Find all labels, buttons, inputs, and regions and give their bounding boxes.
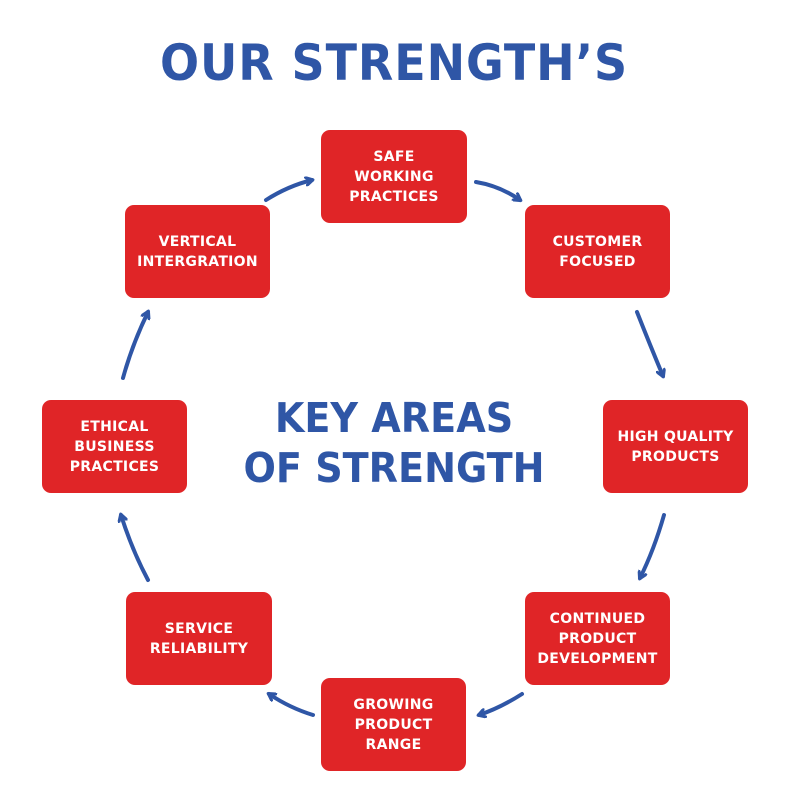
box-label: HIGH QUALITY PRODUCTS — [617, 428, 734, 465]
center-heading-line1: KEY AREAS — [274, 394, 514, 442]
box-high-quality-products: HIGH QUALITY PRODUCTS — [603, 400, 748, 493]
box-label: SERVICE RELIABILITY — [149, 620, 249, 657]
box-label: CUSTOMER FOCUSED — [552, 233, 643, 270]
arrow-growing-to-service — [269, 694, 315, 717]
page-title: OUR STRENGTH’S — [159, 34, 629, 92]
box-label: ETHICAL BUSINESS PRACTICES — [69, 418, 160, 475]
box-growing-product-range: GROWING PRODUCT RANGE — [321, 678, 466, 771]
box-continued-product-development: CONTINUED PRODUCT DEVELOPMENT — [525, 592, 670, 685]
center-heading: KEY AREAS OF STRENGTH — [208, 393, 580, 493]
box-vertical-intergration: VERTICAL INTERGRATION — [125, 205, 270, 298]
arrow-safe-to-customer — [474, 180, 520, 200]
arrow-customer-to-quality — [635, 310, 663, 376]
box-customer-focused: CUSTOMER FOCUSED — [525, 205, 670, 298]
box-ethical-business-practices: ETHICAL BUSINESS PRACTICES — [42, 400, 187, 493]
arrow-vertical-to-safe — [264, 180, 312, 202]
center-heading-line2: OF STRENGTH — [243, 444, 545, 492]
box-label: CONTINUED PRODUCT DEVELOPMENT — [537, 610, 658, 667]
arrow-ethical-to-vertical — [121, 312, 148, 380]
box-safe-working-practices: SAFE WORKING PRACTICES — [321, 130, 467, 223]
arrow-quality-to-continued — [640, 513, 666, 578]
arrow-continued-to-growing — [479, 692, 524, 715]
box-label: VERTICAL INTERGRATION — [137, 233, 258, 270]
arrow-service-to-ethical — [121, 515, 150, 582]
box-service-reliability: SERVICE RELIABILITY — [126, 592, 272, 685]
box-label: SAFE WORKING PRACTICES — [349, 148, 439, 205]
box-label: GROWING PRODUCT RANGE — [353, 696, 434, 753]
